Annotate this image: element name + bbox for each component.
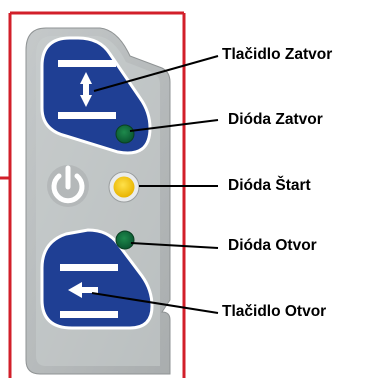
arrow-left-between-bars-icon bbox=[60, 264, 118, 318]
label-open-led: Dióda Otvor bbox=[228, 237, 317, 254]
start-led bbox=[113, 176, 135, 198]
open-led bbox=[115, 230, 135, 250]
callout-line-open-button bbox=[91, 292, 219, 314]
label-close-led: Dióda Zatvor bbox=[228, 111, 323, 128]
arrow-up-between-bars-icon bbox=[58, 60, 116, 119]
red-frame bbox=[0, 11, 186, 378]
callout-line-close-button bbox=[93, 55, 219, 92]
callout-line-open-led bbox=[130, 242, 219, 249]
callout-lines bbox=[91, 55, 219, 314]
callout-line-close-led bbox=[129, 119, 219, 132]
close-button[interactable] bbox=[40, 36, 152, 155]
label-start-led: Dióda Štart bbox=[228, 177, 311, 194]
power-icon bbox=[47, 165, 89, 207]
label-open-button: Tlačidlo Otvor bbox=[222, 303, 327, 320]
label-close-button: Tlačidlo Zatvor bbox=[222, 46, 333, 63]
close-led bbox=[115, 124, 135, 144]
open-button-shape[interactable] bbox=[40, 228, 154, 330]
open-button[interactable] bbox=[40, 228, 154, 330]
